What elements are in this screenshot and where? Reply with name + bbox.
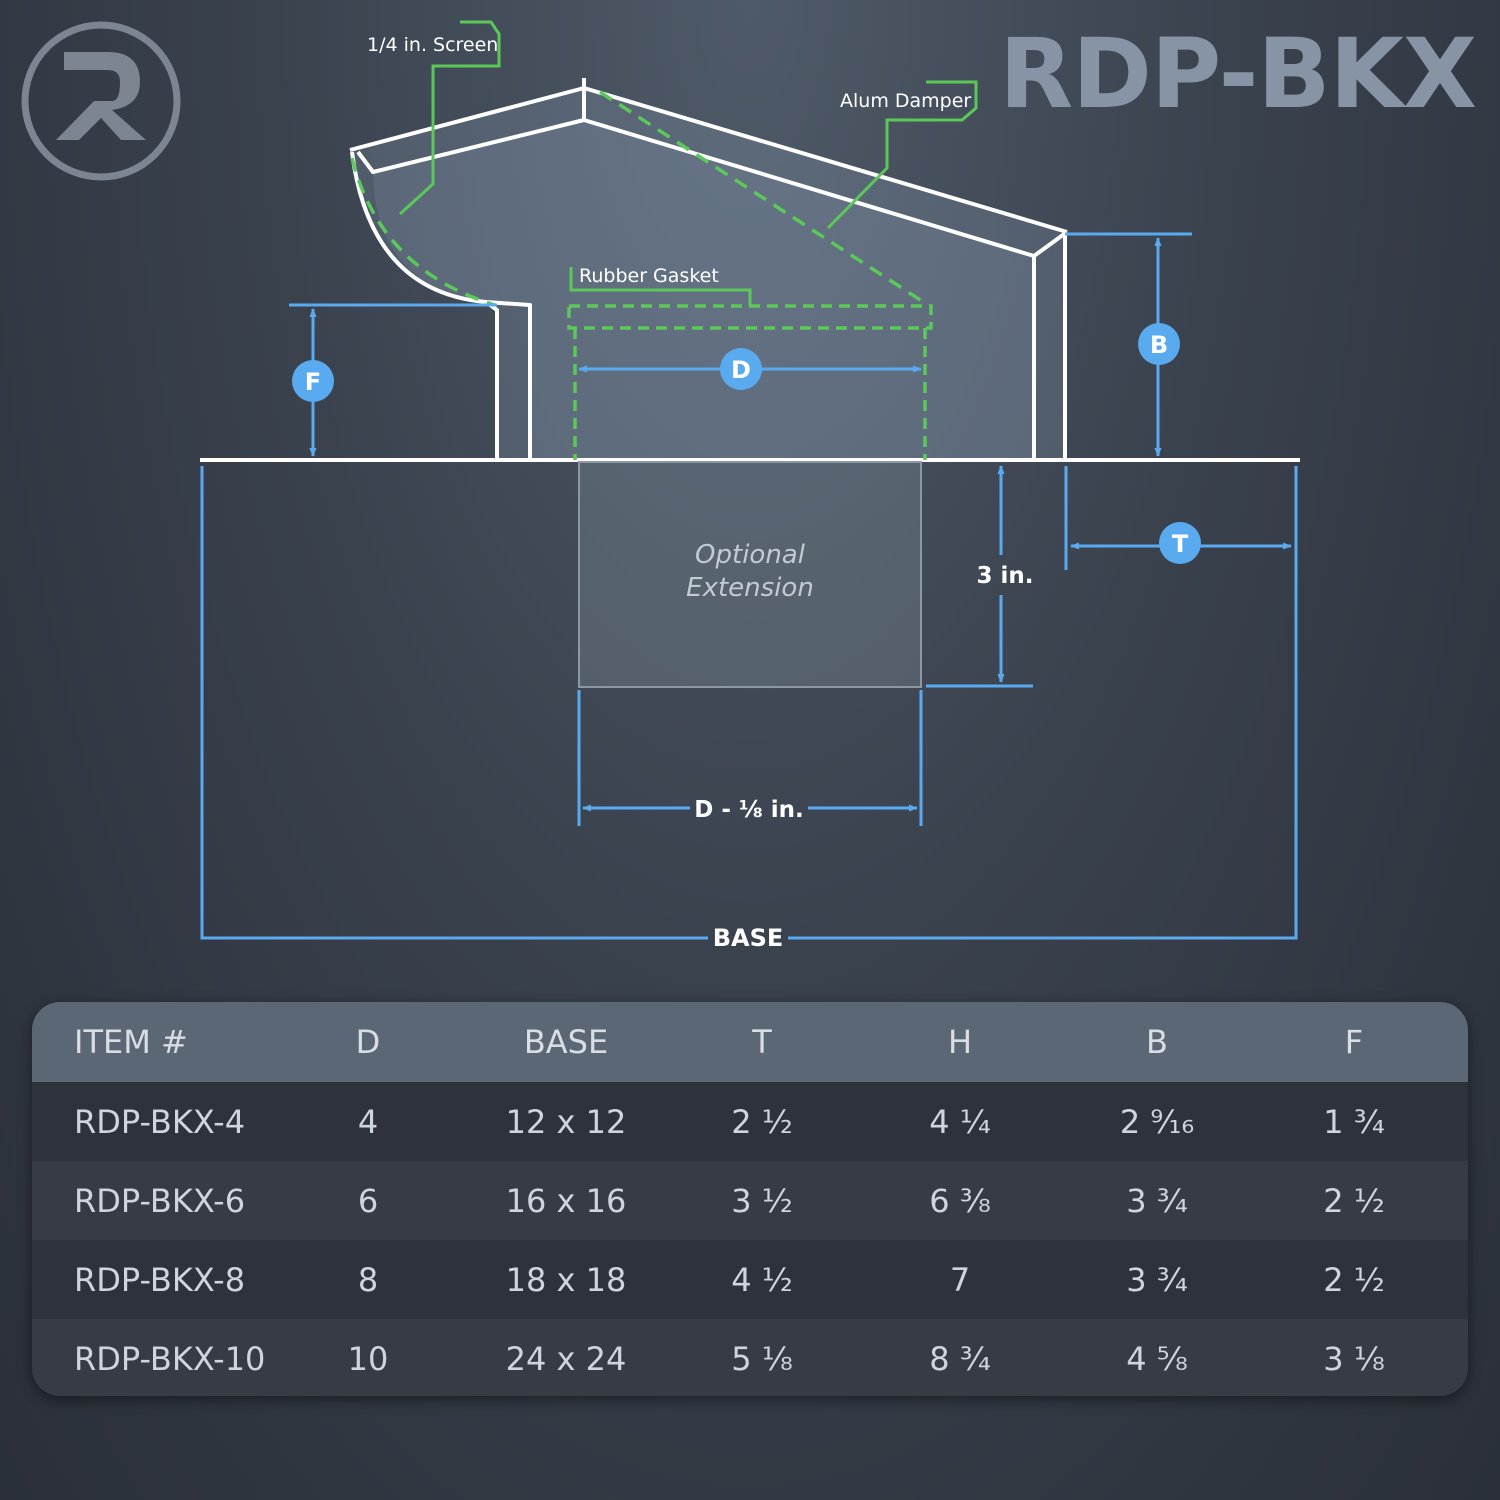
table-row: RDP-BKX-10 10 24 x 24 5 ¹⁄₈ 8 ³⁄₄ 4 ⁵⁄₈ … [32,1319,1468,1396]
table-header-row: ITEM # D BASE T H B F [32,1002,1468,1082]
cell-f: 2 ¹⁄₂ [1323,1260,1385,1299]
cell-h: 4 ¹⁄₄ [929,1102,991,1141]
cell-d: 4 [357,1102,379,1141]
extension-label-line2: Extension [686,573,814,603]
cell-t: 2 ¹⁄₂ [731,1102,793,1141]
header-item: ITEM # [74,1023,188,1061]
cell-d: 8 [357,1260,379,1299]
cell-d: 10 [347,1339,389,1378]
header-f: F [1344,1023,1364,1061]
cell-b: 3 ³⁄₄ [1126,1260,1188,1299]
base-frame-right [788,466,1298,940]
gasket-label: Rubber Gasket [579,265,719,287]
cell-f: 3 ¹⁄₈ [1323,1339,1385,1378]
cell-item: RDP-BKX-6 [74,1181,246,1220]
cell-h: 7 [949,1260,971,1299]
marker-t: T [1159,522,1201,564]
cell-b: 2 ⁹⁄₁₆ [1119,1102,1195,1141]
cell-item: RDP-BKX-8 [74,1260,246,1299]
cell-base: 12 x 12 [505,1102,627,1141]
cell-h: 6 ³⁄₈ [929,1181,991,1220]
vent-diagram: 1/4 in. Screen Alum Damper Rubber Gasket… [21,20,1298,952]
spec-table: ITEM # D BASE T H B F RDP-BKX-4 4 12 x 1… [32,1002,1468,1396]
header-h: H [947,1023,973,1061]
brand-title: RDP-BKX [999,18,1477,130]
header-t: T [752,1023,772,1061]
cell-t: 5 ¹⁄₈ [731,1339,793,1378]
header-b: B [1146,1023,1168,1061]
marker-d: D [720,348,762,390]
header-d: D [355,1023,381,1061]
screen-label: 1/4 in. Screen [367,34,498,56]
cell-f: 1 ³⁄₄ [1323,1102,1385,1141]
table-row: RDP-BKX-8 8 18 x 18 4 ¹⁄₂ 7 3 ³⁄₄ 2 ¹⁄₂ [32,1240,1468,1319]
cell-base: 24 x 24 [505,1339,627,1378]
d-minus-label: D - ⅛ in. [694,797,803,823]
cell-item: RDP-BKX-4 [74,1102,246,1141]
cell-d: 6 [357,1181,379,1220]
svg-text:F: F [305,368,321,396]
cell-f: 2 ¹⁄₂ [1323,1181,1385,1220]
cell-b: 3 ³⁄₄ [1126,1181,1188,1220]
optional-extension [578,461,922,688]
r-logo-icon [21,21,181,181]
svg-text:D: D [731,356,751,384]
svg-text:T: T [1172,530,1189,558]
cell-base: 16 x 16 [505,1181,627,1220]
damper-label: Alum Damper [840,90,971,112]
screen-and-damper-dashes [350,90,929,307]
svg-text:B: B [1150,331,1168,359]
table-row: RDP-BKX-4 4 12 x 12 2 ¹⁄₂ 4 ¹⁄₄ 2 ⁹⁄₁₆ 1… [32,1082,1468,1161]
extension-label-line1: Optional [695,540,806,570]
base-frame-left [200,466,708,940]
header-base: BASE [523,1023,609,1061]
three-in-label: 3 in. [976,563,1033,589]
cell-item: RDP-BKX-10 [74,1339,266,1378]
base-label: BASE [713,924,784,952]
cell-t: 3 ¹⁄₂ [731,1181,793,1220]
marker-f: F [292,360,334,402]
cell-h: 8 ³⁄₄ [929,1339,991,1378]
callout-leaders [398,20,978,306]
table-row: RDP-BKX-6 6 16 x 16 3 ¹⁄₂ 6 ³⁄₈ 3 ³⁄₄ 2 … [32,1161,1468,1240]
cell-t: 4 ¹⁄₂ [731,1260,793,1299]
cell-base: 18 x 18 [505,1260,627,1299]
cell-b: 4 ⁵⁄₈ [1126,1339,1188,1378]
marker-b: B [1138,323,1180,365]
